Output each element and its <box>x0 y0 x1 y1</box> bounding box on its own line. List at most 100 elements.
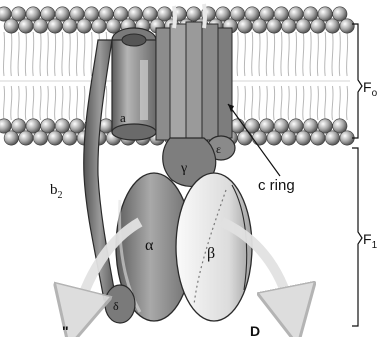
lipid-tail <box>69 86 70 120</box>
lipid-head <box>340 19 354 33</box>
lipid-tail <box>33 86 34 120</box>
lipid-head <box>296 19 310 33</box>
lipid-head <box>19 131 33 145</box>
lipid-tail <box>347 32 348 76</box>
lipid-tail <box>332 32 333 76</box>
lipid-tail <box>11 32 12 76</box>
lipid-head <box>267 19 281 33</box>
lipid-tail <box>325 86 326 120</box>
lipid-tail <box>25 86 26 120</box>
label-delta: δ <box>113 299 119 313</box>
lipid-head <box>62 19 76 33</box>
lipid-tail <box>317 32 318 76</box>
lipid-head <box>296 131 310 145</box>
lipid-tail <box>18 32 19 76</box>
lipid-tail <box>33 32 34 76</box>
lipid-tail <box>274 86 275 120</box>
lipid-tail <box>339 32 340 76</box>
lipid-tail <box>288 32 289 76</box>
label-bottom-left-cut: " <box>62 323 69 337</box>
label-gamma: γ <box>180 161 187 176</box>
lipid-tail <box>303 86 304 120</box>
lipid-head <box>4 19 18 33</box>
lipid-tail <box>244 32 245 76</box>
fo-bracket <box>352 24 362 138</box>
lipid-head <box>282 131 296 145</box>
lipid-tail <box>295 86 296 120</box>
lipid-tail <box>55 86 56 120</box>
a-subunit <box>112 28 156 140</box>
lipid-tail <box>18 86 19 120</box>
lipid-head <box>252 131 266 145</box>
lipid-tail <box>266 32 267 76</box>
label-epsilon: ε <box>216 142 221 156</box>
label-a: a <box>120 110 126 125</box>
lipid-tail <box>106 86 107 120</box>
lipid-head <box>238 19 252 33</box>
label-f1: F1 <box>363 231 378 251</box>
lipid-tail <box>310 32 311 76</box>
label-c-ring: c ring <box>258 177 295 194</box>
lipid-head <box>4 131 18 145</box>
lipid-tail <box>3 86 4 120</box>
lipid-head <box>252 19 266 33</box>
lipid-head <box>48 131 62 145</box>
lipid-head <box>325 19 339 33</box>
lipid-tail <box>274 32 275 76</box>
lipid-head <box>311 131 325 145</box>
lipid-tail <box>237 86 238 120</box>
lipid-head <box>19 19 33 33</box>
lipid-head <box>33 19 47 33</box>
lipid-tail <box>303 32 304 76</box>
lipid-tail <box>295 32 296 76</box>
lipid-head <box>92 19 106 33</box>
lipid-tail <box>55 32 56 76</box>
lipid-tail <box>47 86 48 120</box>
lipid-tail <box>84 86 85 120</box>
delta-subunit <box>105 285 135 323</box>
lipid-tail <box>288 86 289 120</box>
lipid-tail <box>62 86 63 120</box>
label-fo: Fo <box>363 79 378 99</box>
lipid-tail <box>339 86 340 120</box>
lipid-tail <box>252 86 253 120</box>
lipid-tail <box>325 32 326 76</box>
lipid-tail <box>281 32 282 76</box>
lipid-head <box>282 19 296 33</box>
lipid-head <box>267 131 281 145</box>
lipid-tail <box>347 86 348 120</box>
lipid-tail <box>25 32 26 76</box>
label-bottom-right-cut: D <box>250 323 260 337</box>
lipid-head <box>48 19 62 33</box>
lipid-head <box>238 131 252 145</box>
lipid-tail <box>11 86 12 120</box>
lipid-tail <box>259 32 260 76</box>
lipid-tail <box>237 32 238 76</box>
lipid-head <box>325 131 339 145</box>
lipid-head <box>33 131 47 145</box>
lipid-tail <box>244 86 245 120</box>
lipid-tail <box>84 32 85 76</box>
lipid-tail <box>91 32 92 76</box>
lipid-tail <box>252 32 253 76</box>
lipid-tail <box>69 32 70 76</box>
label-alpha: α <box>145 237 154 254</box>
lipid-tail <box>317 86 318 120</box>
lipid-head <box>62 131 76 145</box>
lipid-tail <box>40 86 41 120</box>
lipid-tail <box>266 86 267 120</box>
label-beta: β <box>207 245 215 262</box>
lipid-head <box>77 19 91 33</box>
lipid-head <box>311 19 325 33</box>
lipid-tail <box>47 32 48 76</box>
lipid-tail <box>76 32 77 76</box>
lipid-tail <box>3 32 4 76</box>
lipid-tail <box>281 86 282 120</box>
lipid-tail <box>76 86 77 120</box>
label-b2: b2 <box>50 182 63 201</box>
lipid-tail <box>40 32 41 76</box>
lipid-tail <box>259 86 260 120</box>
lipid-tail <box>310 86 311 120</box>
lipid-tail <box>62 32 63 76</box>
